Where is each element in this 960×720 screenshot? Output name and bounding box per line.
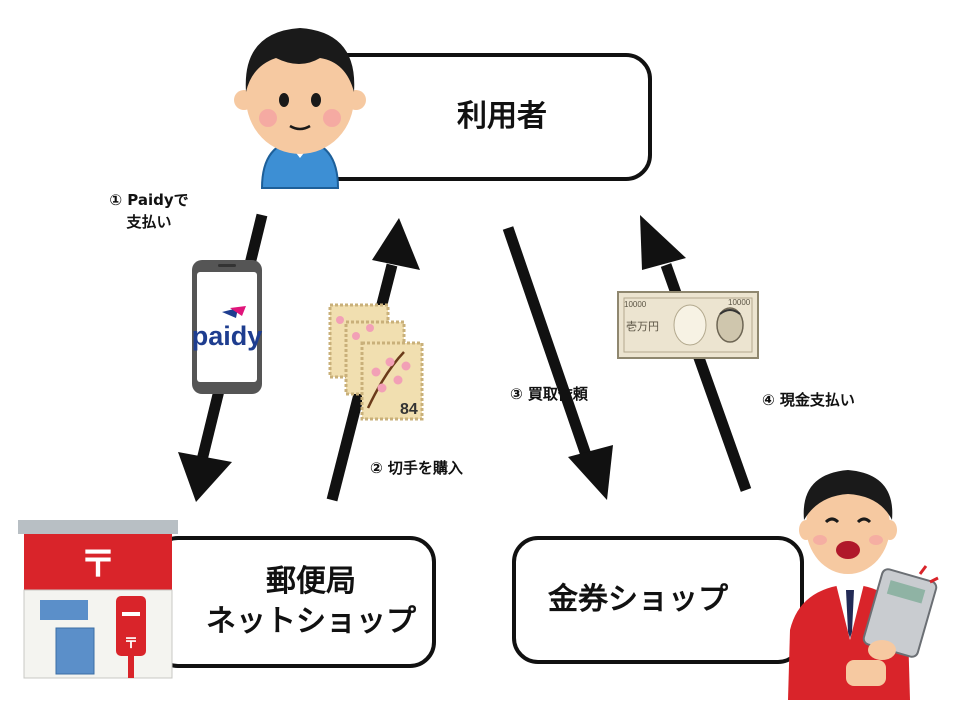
ticket-shop-label: 金券ショップ [548, 581, 728, 617]
paidy-logo: paidy [192, 321, 263, 351]
banknote-illustration [617, 291, 759, 359]
post-office-shop-label-line1: 郵便局 [266, 563, 356, 599]
postbox-mark-icon: 〒 [124, 636, 138, 652]
step1-label-line1: ① Paidyで [109, 191, 189, 209]
step4-label: ④ 現金支払い [762, 391, 855, 409]
stamp-value: 84 [400, 401, 418, 418]
banknote-denomination-left: 10000 [624, 300, 647, 309]
arrow-step3-buyback-request [502, 226, 613, 500]
step2-label: ② 切手を購入 [370, 459, 463, 477]
shop-staff-illustration [788, 470, 939, 700]
user-person-illustration [234, 28, 366, 189]
post-office-mark-icon: 〒 [80, 544, 116, 585]
user-label: 利用者 [457, 98, 547, 134]
post-office-shop-node: 郵便局 ネットショップ [152, 536, 436, 668]
banknote-denomination-right: 10000 [728, 298, 751, 307]
post-office-shop-label-line2: ネットショップ [206, 604, 416, 639]
ticket-shop-node: 金券ショップ [512, 536, 804, 664]
stamps-illustration [328, 303, 424, 421]
step1-label-line2: 支払い [126, 212, 172, 231]
banknote-text: 壱万円 [626, 319, 659, 333]
step1-label: ① Paidyで 支払い [94, 190, 204, 234]
post-office-building-illustration [18, 520, 178, 679]
user-node: 利用者 [312, 53, 652, 181]
smartphone-illustration [192, 260, 262, 394]
